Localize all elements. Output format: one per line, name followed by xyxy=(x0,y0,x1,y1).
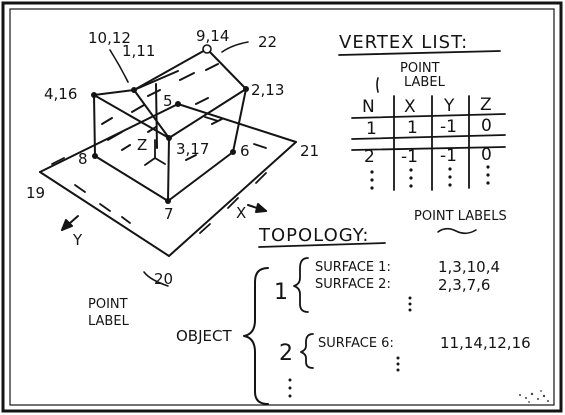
house-wireframe xyxy=(94,49,246,201)
leader-arrows xyxy=(110,42,378,286)
vertex-table-continuation-dots xyxy=(370,165,489,189)
label-19: 19 xyxy=(26,184,45,202)
point-labels-header: POINT LABELS xyxy=(414,209,507,224)
row2-y: -1 xyxy=(440,146,457,166)
label-21: 21 xyxy=(300,142,319,160)
label-9-14: 9,14 xyxy=(196,27,229,45)
object-2-number: 2 xyxy=(279,341,293,366)
label-3-17: 3,17 xyxy=(176,140,209,158)
vertex-list-point-note-2: LABEL xyxy=(404,75,446,90)
label-4-16: 4,16 xyxy=(44,85,77,103)
col-header-y: Y xyxy=(443,96,455,116)
row2-x: -1 xyxy=(401,147,418,167)
point-label-note-line1: POINT xyxy=(88,297,128,312)
label-5: 5 xyxy=(163,92,173,110)
vertex-9-marker xyxy=(203,45,211,53)
surface-6-points: 11,14,12,16 xyxy=(440,334,531,352)
col-header-x: X xyxy=(404,97,416,117)
ground-hatching xyxy=(52,117,266,233)
object-brace xyxy=(244,268,268,404)
label-20: 20 xyxy=(154,270,173,288)
origin-axes xyxy=(145,140,165,165)
label-8: 8 xyxy=(78,150,88,168)
label-6: 6 xyxy=(240,142,250,160)
axis-y-label: Y xyxy=(72,231,83,249)
surface-6-name: SURFACE 6: xyxy=(318,336,394,351)
surface-2-name: SURFACE 2: xyxy=(315,277,391,292)
surface-1-name: SURFACE 1: xyxy=(315,260,391,275)
object-1-continuation-dots xyxy=(409,297,412,312)
row1-y: -1 xyxy=(440,117,457,137)
label-22: 22 xyxy=(258,33,277,51)
object-label: OBJECT xyxy=(176,327,232,345)
object-1-number: 1 xyxy=(274,280,288,305)
object-1-brace xyxy=(294,258,308,312)
surface-1-points: 1,3,10,4 xyxy=(438,258,500,276)
axis-z-label: Z xyxy=(137,136,147,154)
row1-n: 1 xyxy=(366,119,377,139)
label-7: 7 xyxy=(164,205,174,223)
row2-n: 2 xyxy=(364,147,375,167)
vertex-list-title: VERTEX LIST: xyxy=(339,32,468,53)
label-2-13: 2,13 xyxy=(251,81,284,99)
label-1-11: 1,11 xyxy=(122,42,155,60)
scan-speckle xyxy=(519,390,549,403)
topology-title: TOPOLOGY: xyxy=(258,225,369,246)
axis-x-label: X xyxy=(236,204,246,222)
col-header-n: N xyxy=(362,97,375,117)
point-label-note-line2: LABEL xyxy=(88,314,130,329)
surface-2-points: 2,3,7,6 xyxy=(438,276,490,294)
vertex-list-point-note-1: POINT xyxy=(400,61,440,76)
point-labels-tilde xyxy=(438,229,476,234)
col-header-z: Z xyxy=(480,95,492,115)
row1-z: 0 xyxy=(481,116,492,136)
row2-z: 0 xyxy=(481,145,492,165)
object-2-brace xyxy=(301,334,313,368)
row1-x: 1 xyxy=(407,118,418,138)
